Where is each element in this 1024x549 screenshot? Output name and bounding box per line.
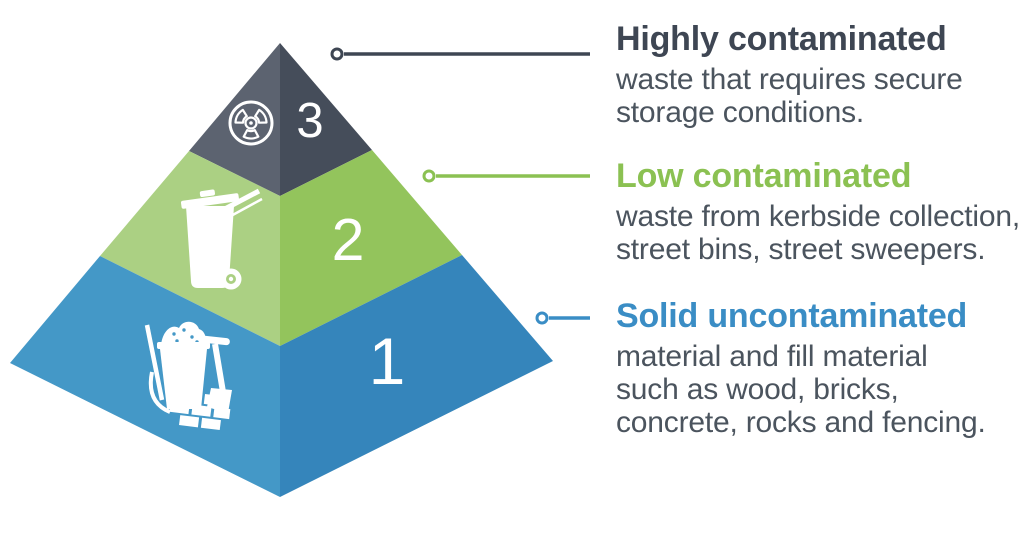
level-1-face-left (10, 256, 280, 497)
legend-description-line: material and fill material (616, 340, 928, 373)
level-1-number: 1 (368, 324, 406, 398)
callout-dot-low (422, 169, 436, 183)
callout-dot-solid (535, 311, 549, 325)
legend-heading-low-contaminated: Low contaminated (616, 157, 912, 195)
legend-description-line: street bins, street sweepers. (616, 233, 986, 266)
legend-description-line: waste from kerbside collection, (616, 200, 1020, 233)
level-3-number: 3 (296, 94, 324, 148)
wheelie-bin-icon (180, 188, 263, 290)
level-3-face-right (280, 43, 372, 196)
radiation-icon (228, 100, 274, 146)
level-2-face-right (280, 150, 462, 346)
callout-solid (535, 311, 590, 325)
callout-high (330, 47, 590, 61)
level-1-face-right (280, 255, 553, 497)
bucket-and-spade-icon (144, 321, 232, 431)
callout-low (422, 169, 590, 183)
level-3-face-left (189, 43, 280, 196)
callout-dot-high (330, 47, 344, 61)
legend-description-line: concrete, rocks and fencing. (616, 406, 986, 439)
legend-block-solid-uncontaminated: Solid uncontaminated material and fill m… (616, 297, 1021, 439)
legend-description-line: such as wood, bricks, (616, 373, 899, 406)
legend-description-line: waste that requires secure (616, 63, 963, 96)
legend-block-highly-contaminated: Highly contaminated waste that requires … (616, 20, 1021, 129)
legend-block-low-contaminated: Low contaminated waste from kerbside col… (616, 157, 1021, 266)
level-2-number: 2 (331, 207, 365, 273)
legend-heading-solid-uncontaminated: Solid uncontaminated (616, 297, 968, 335)
legend-description-line: storage conditions. (616, 96, 865, 129)
legend-heading-highly-contaminated: Highly contaminated (616, 20, 947, 58)
